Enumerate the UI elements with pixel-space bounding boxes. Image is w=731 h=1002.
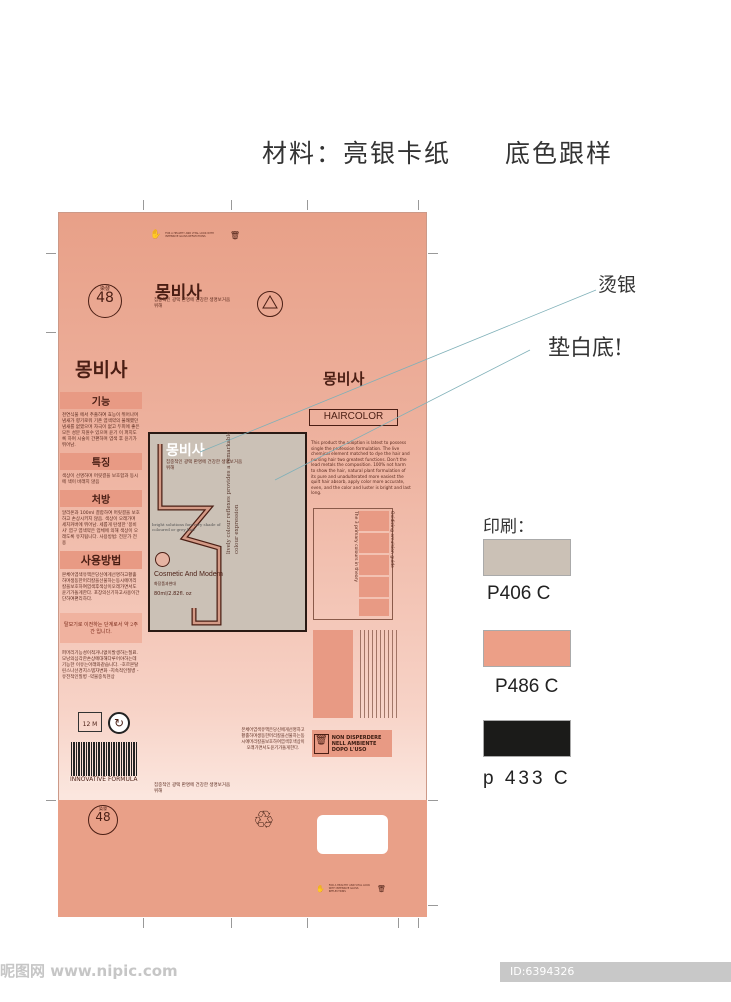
volume-label: 80ml/2.82fl. oz bbox=[154, 591, 192, 597]
product-description: This product the adoption is latest to p… bbox=[311, 440, 411, 496]
warning-box bbox=[313, 630, 353, 718]
trash-icon: 🗑 bbox=[377, 884, 386, 893]
hair-follicle-icon bbox=[155, 552, 170, 567]
front-label-panel: 몽비사 집중적인 광택 판명에 건강한 생명보거움 위해 bright solu… bbox=[148, 432, 307, 632]
hand-icon: ✋ bbox=[150, 230, 162, 240]
base-color-note: 底色跟样 bbox=[505, 139, 614, 168]
trash-icon: 🗑 bbox=[314, 733, 329, 754]
barcode-label: INNOVATIVE FORMULA bbox=[69, 776, 139, 783]
instructions-text bbox=[357, 630, 397, 718]
watermark-id: ID:6394326 NO:20201123225630070956 bbox=[500, 962, 731, 998]
hot-silver-note: 烫银 bbox=[598, 274, 637, 296]
front-subtitle: bright solutions forevery shade of colou… bbox=[152, 522, 221, 532]
material-note: 材料：亮银卡纸 bbox=[262, 139, 452, 168]
plastic-recycle-icon: ♲ bbox=[253, 806, 275, 834]
brand-title-side: 몽비사 bbox=[75, 359, 128, 381]
section-title: 기능 bbox=[60, 392, 142, 409]
tagline-front: 집중적인 광택 판명에 건강한 생명보거움 위해 bbox=[166, 460, 243, 471]
brand-title-top: 몽비사 bbox=[155, 283, 202, 303]
tagline-bottom: 집중적인 광택 판명에 건강한 생명보거움 위해 bbox=[154, 783, 231, 794]
certification-seal bbox=[257, 291, 283, 317]
hand-icon: ✋ bbox=[316, 884, 325, 893]
eco-strip: ✋ FOR A HEALTHY AND VITAL LOOK WITH INTE… bbox=[150, 230, 240, 240]
swatch-p433 bbox=[483, 720, 571, 757]
trash-icon: 🗑 bbox=[229, 230, 240, 240]
swatch-label-p433: p 433 C bbox=[483, 768, 571, 789]
left-info-column: 기능 천연식물 에서 추출하여 효능이 뛰어나며 냄새가 향기로워 기존 염색약… bbox=[60, 392, 142, 689]
notice-box: 탈모기로 이전하는 단계로서 약 2주간 입니다. bbox=[60, 613, 142, 643]
barcode bbox=[71, 742, 137, 778]
swatch-label-p486: P486 C bbox=[495, 676, 559, 697]
shelf-life-icon: 12 M bbox=[78, 712, 102, 732]
window-cutout bbox=[317, 815, 388, 854]
tagline-top: 집중적인 광택 판명에 건강한 생명보거움 위해 bbox=[154, 298, 231, 309]
eco-text: FOR A HEALTHY AND VITAL LOOK WITH INTENS… bbox=[165, 232, 214, 238]
cosmetic-label: Cosmetic And Modern bbox=[154, 571, 223, 578]
swatch-label-p406: P406 C bbox=[487, 583, 551, 604]
cosmetic-label-kr: 화장품과현대 bbox=[154, 581, 177, 586]
eco-strip-bottom: ✋FOR A HEALTHY AND VITAL LOOK WITH INTEN… bbox=[316, 884, 386, 893]
brand-title-right: 몽비사 bbox=[323, 370, 365, 388]
emulsion-guide-table: Oxidizing emulsion guide The 3 primary c… bbox=[313, 508, 394, 620]
watermark-site: 昵图网 www.nipic.com bbox=[0, 962, 178, 980]
swatch-p406 bbox=[483, 539, 571, 576]
white-base-note: 垫白底! bbox=[548, 336, 623, 361]
brand-title-front: 몽비사 bbox=[166, 443, 205, 459]
korean-body-right: 본체어염색유액은당신에게선명하고황홀하며생동한머리칼을선물하는동시에머리칼을보호… bbox=[241, 728, 305, 751]
swatch-p486 bbox=[483, 630, 571, 667]
non-disperdere-badge: 🗑 NON DISPERDERE NELL AMBIENTE DOPO L'US… bbox=[312, 730, 392, 757]
print-label: 印刷： bbox=[483, 517, 534, 537]
hair-stripe-graphic bbox=[157, 444, 222, 626]
recycle-icon: ↻ bbox=[108, 712, 130, 734]
